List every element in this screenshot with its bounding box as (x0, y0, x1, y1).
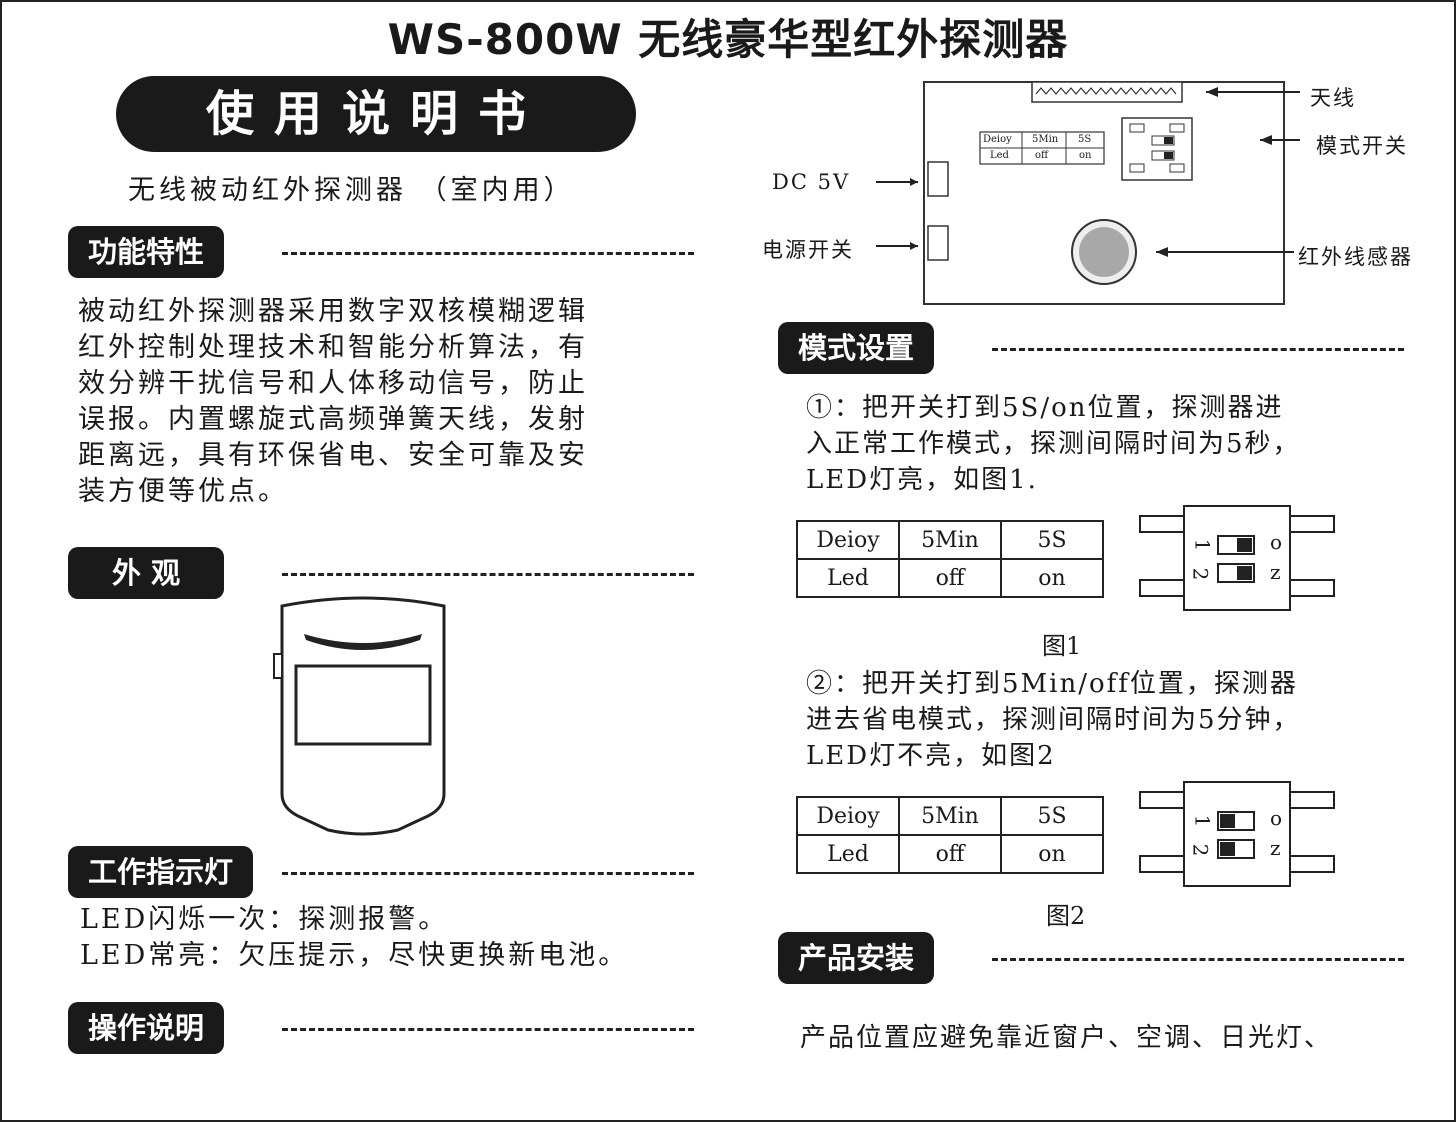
dip2-o: o (1270, 806, 1283, 830)
ir-sensor-label: 红外线感器 (1298, 245, 1413, 269)
board-right-arrows (1156, 87, 1300, 257)
install-heading: 产品安装 (778, 932, 935, 984)
figure-2-caption: 图2 (1046, 902, 1086, 930)
dip-switch-fig2 (1139, 781, 1335, 887)
mode-step1: ①：把开关打到5S/on位置，探测器进 入正常工作模式，探测间隔时间为5秒， L… (806, 393, 1301, 495)
features-heading: 功能特性 (68, 226, 225, 278)
dip2-num2: 2 (1188, 843, 1213, 857)
board-table-5s: 5S (1078, 134, 1092, 145)
dip1-o: o (1270, 530, 1283, 554)
detector-illustration (273, 596, 446, 836)
features-divider (282, 252, 694, 255)
operation-heading: 操作说明 (68, 1002, 225, 1054)
power-switch-label: 电源开关 (762, 238, 854, 262)
dip1-num2: 2 (1188, 567, 1213, 581)
mode-step2: ②：把开关打到5Min/off位置，探测器 进去省电模式，探测间隔时间为5分钟，… (806, 669, 1301, 771)
operation-divider (282, 1028, 694, 1031)
features-text: 被动红外探测器采用数字双核模糊逻辑 红外控制处理技术和智能分析算法，有 效分辨干… (78, 296, 588, 507)
board-table-5min: 5Min (1032, 134, 1059, 145)
dip1-num1: 1 (1190, 538, 1215, 552)
indicator-text: LED闪烁一次：探测报警。 LED常亮：欠压提示，尽快更换新电池。 (80, 904, 629, 971)
install-divider (992, 958, 1404, 961)
board-table-deioy: Deioy (983, 134, 1012, 145)
appearance-heading: 外 观 (68, 547, 225, 599)
dip1-z: z (1270, 560, 1281, 584)
figure-1-caption: 图1 (1042, 632, 1082, 660)
mode-heading: 模式设置 (778, 322, 935, 374)
install-text: 产品位置应避免靠近窗户、空调、日光灯、 (800, 1023, 1333, 1053)
indicator-heading: 工作指示灯 (68, 846, 254, 898)
mode-switch-label: 模式开关 (1316, 134, 1408, 158)
mode-divider (992, 348, 1404, 351)
board-table-on: on (1079, 150, 1092, 161)
dc-label: DC 5V (772, 170, 851, 194)
subtitle: 无线被动红外探测器 （室内用） (128, 175, 575, 206)
document-title: WS-800W 无线豪华型红外探测器 (387, 15, 1069, 64)
dip-switch-fig1 (1139, 505, 1335, 611)
dip2-num1: 1 (1190, 814, 1215, 828)
manual-label: 使用说明书 (116, 76, 636, 152)
board-table-led: Led (990, 150, 1009, 161)
board-arrows (876, 91, 1212, 250)
board-table-off: off (1035, 150, 1049, 161)
circuit-board-diagram (923, 81, 1285, 305)
indicator-divider (282, 872, 694, 875)
dip2-z: z (1270, 836, 1281, 860)
antenna-label: 天线 (1310, 86, 1356, 110)
appearance-divider (282, 573, 694, 576)
